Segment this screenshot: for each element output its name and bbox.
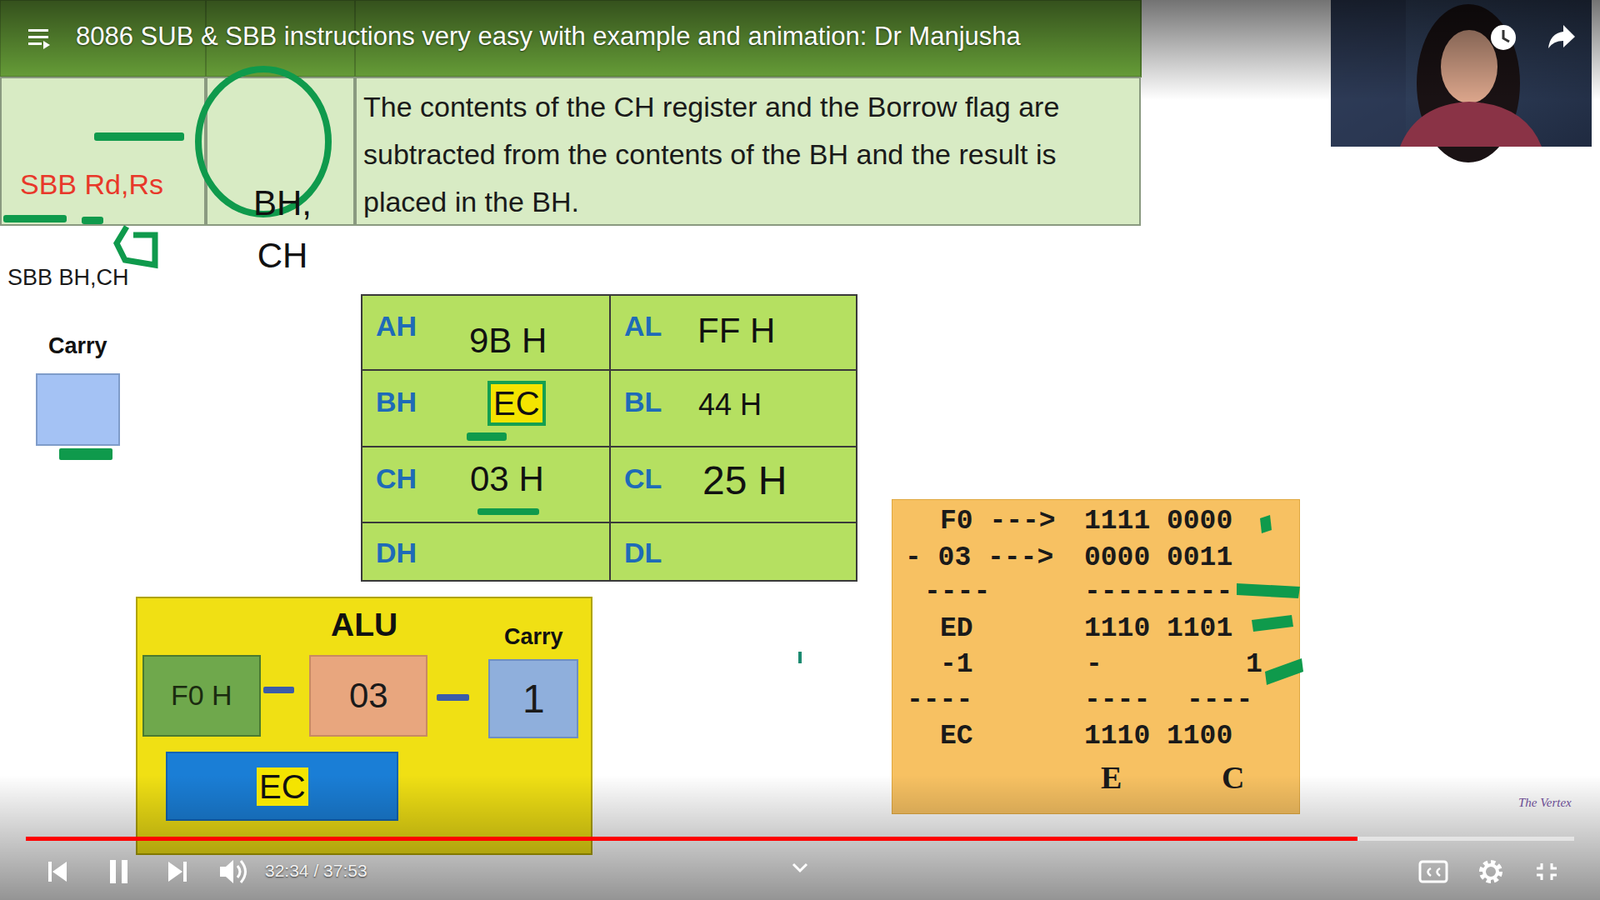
register-cell: AL FF H bbox=[609, 294, 858, 371]
calculation-text: 1 bbox=[1245, 649, 1263, 681]
calculation-box: F0 --->1111 0000- 03 --->0000 0011------… bbox=[891, 499, 1300, 815]
register-value: FF H bbox=[697, 310, 775, 351]
instruction-example: SBB BH,CH bbox=[7, 265, 130, 291]
nibble-hex: C bbox=[1221, 760, 1245, 797]
calculation-text: EC bbox=[940, 720, 974, 753]
register-value: 9B H bbox=[469, 320, 547, 361]
register-value: EC bbox=[487, 380, 546, 426]
explanation-text: The contents of the CH register and the … bbox=[363, 83, 1135, 226]
register-name: BH bbox=[375, 385, 417, 419]
calculation-text: 1110 1101 bbox=[1084, 613, 1233, 645]
operand-box: F0 H bbox=[142, 655, 261, 737]
register-cell: CL 25 H bbox=[609, 445, 858, 524]
register-value: 03 H bbox=[470, 459, 545, 500]
register-cell: DL bbox=[609, 521, 858, 582]
register-name: BL bbox=[624, 385, 662, 419]
calculation-text: 1110 1100 bbox=[1084, 720, 1233, 753]
result-box: EC bbox=[165, 751, 399, 821]
operand-cell: BH, CH bbox=[205, 76, 355, 226]
register-cell: BL 44 H bbox=[609, 369, 858, 448]
calculation-text: - 03 ---> bbox=[905, 542, 1054, 575]
calculation-text: ---- bbox=[1186, 685, 1253, 717]
result-value: EC bbox=[256, 767, 309, 806]
carry-flag-box: Carry bbox=[35, 373, 120, 446]
menu-icon bbox=[28, 29, 50, 50]
calculation-text: F0 ---> bbox=[940, 505, 1056, 538]
register-cell: CH 03 H bbox=[360, 445, 611, 524]
register-cell: AH 9B H bbox=[360, 294, 611, 371]
carry-heading: Carry bbox=[48, 333, 108, 360]
alu-block: ALUF0 H03Carry1EC bbox=[135, 596, 593, 855]
calculation-text: 0000 0011 bbox=[1084, 542, 1233, 575]
operand-text: BH, CH bbox=[240, 176, 325, 282]
calculation-text: -1 bbox=[940, 649, 974, 681]
register-name: AH bbox=[375, 310, 417, 343]
nibble-hex: E bbox=[1100, 760, 1122, 797]
explanation-cell: The contents of the CH register and the … bbox=[355, 76, 1141, 226]
carry-heading: Carry bbox=[504, 624, 564, 650]
example-cell: SBB Rd,RsSBB BH,CH bbox=[0, 76, 206, 226]
watch-later-icon bbox=[1490, 25, 1516, 50]
calculation-text: ---- bbox=[924, 576, 990, 609]
calculation-text: 1111 0000 bbox=[1084, 505, 1233, 538]
player-controls bbox=[48, 860, 1557, 884]
register-name: DH bbox=[375, 536, 417, 570]
register-name: AL bbox=[624, 310, 662, 343]
carry-input-box: Carry1 bbox=[488, 659, 579, 739]
watermark: The Vertex bbox=[1518, 795, 1572, 810]
share-icon bbox=[1548, 25, 1575, 49]
instruction-syntax: SBB Rd,Rs bbox=[20, 168, 164, 201]
video-title: 8086 SUB & SBB instructions very easy wi… bbox=[75, 21, 1021, 52]
register-cell: BH EC bbox=[360, 369, 611, 448]
register-name: CL bbox=[624, 462, 662, 495]
register-value: 44 H bbox=[698, 387, 762, 422]
register-value: 25 H bbox=[702, 457, 787, 504]
operand-value: F0 H bbox=[170, 679, 233, 712]
operand-value: 03 bbox=[349, 675, 389, 716]
calculation-text: ---- bbox=[1084, 685, 1150, 717]
register-name: CH bbox=[375, 462, 417, 495]
register-cell: DH bbox=[360, 521, 611, 582]
calculation-text: - bbox=[1085, 649, 1103, 681]
video-time: 32:34 / 37:53 bbox=[265, 860, 368, 881]
pen-tick bbox=[798, 651, 802, 664]
calculation-text: --------- bbox=[1084, 576, 1233, 609]
calculation-text: ED bbox=[940, 613, 974, 645]
register-name: DL bbox=[624, 536, 662, 570]
carry-value: 1 bbox=[522, 675, 545, 722]
calculation-text: ---- bbox=[906, 685, 973, 717]
alu-heading: ALU bbox=[330, 606, 398, 645]
operand-box: 03 bbox=[309, 655, 428, 737]
